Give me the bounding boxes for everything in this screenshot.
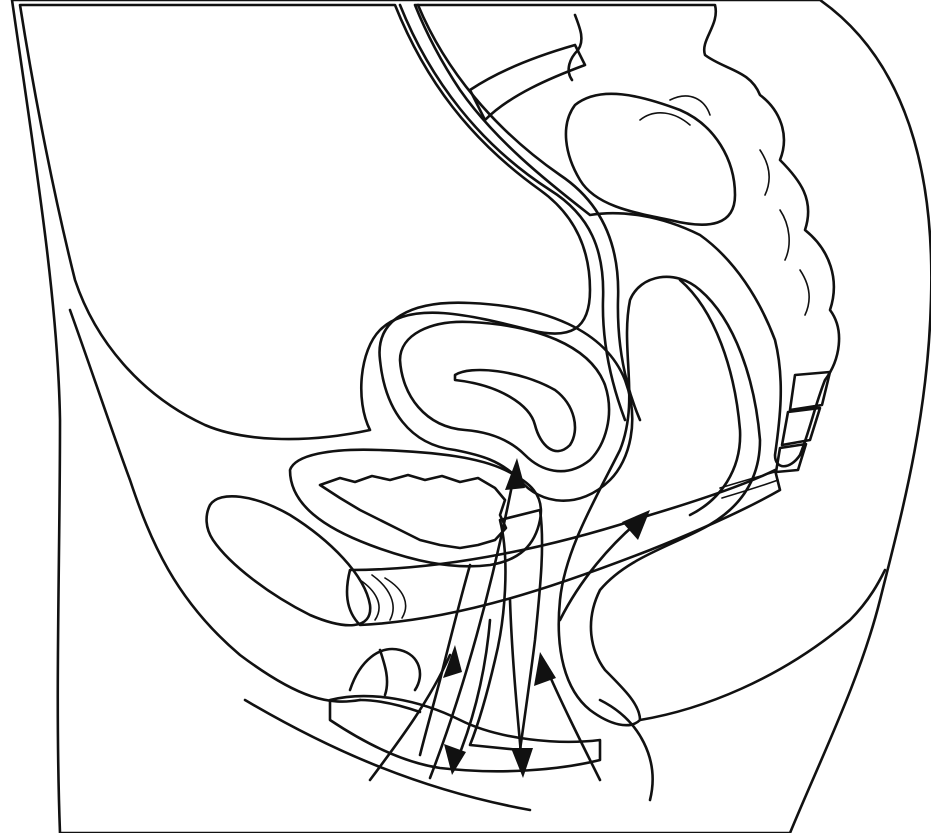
sacrum — [415, 5, 839, 466]
arrow-up-right-icon — [622, 510, 650, 540]
arrow-up-icon — [505, 458, 525, 490]
body-outline — [12, 0, 931, 833]
pubic-bone — [207, 496, 371, 625]
uterus-inner — [400, 322, 609, 471]
perineal-region — [330, 696, 600, 771]
urethra — [420, 565, 470, 755]
intervertebral-disc — [470, 45, 585, 120]
arrow-path-4 — [510, 600, 522, 765]
abdominal-wall-line — [70, 310, 360, 702]
pelvic-floor-muscle — [347, 470, 780, 625]
uterine-cavity — [455, 370, 575, 451]
arrow-down-icon — [511, 748, 533, 778]
rectal-inner-line — [680, 280, 740, 515]
arrow-path-5 — [545, 665, 600, 780]
anal-area-line — [600, 700, 653, 800]
rectum — [559, 277, 760, 725]
vaginal-canal — [470, 510, 542, 750]
